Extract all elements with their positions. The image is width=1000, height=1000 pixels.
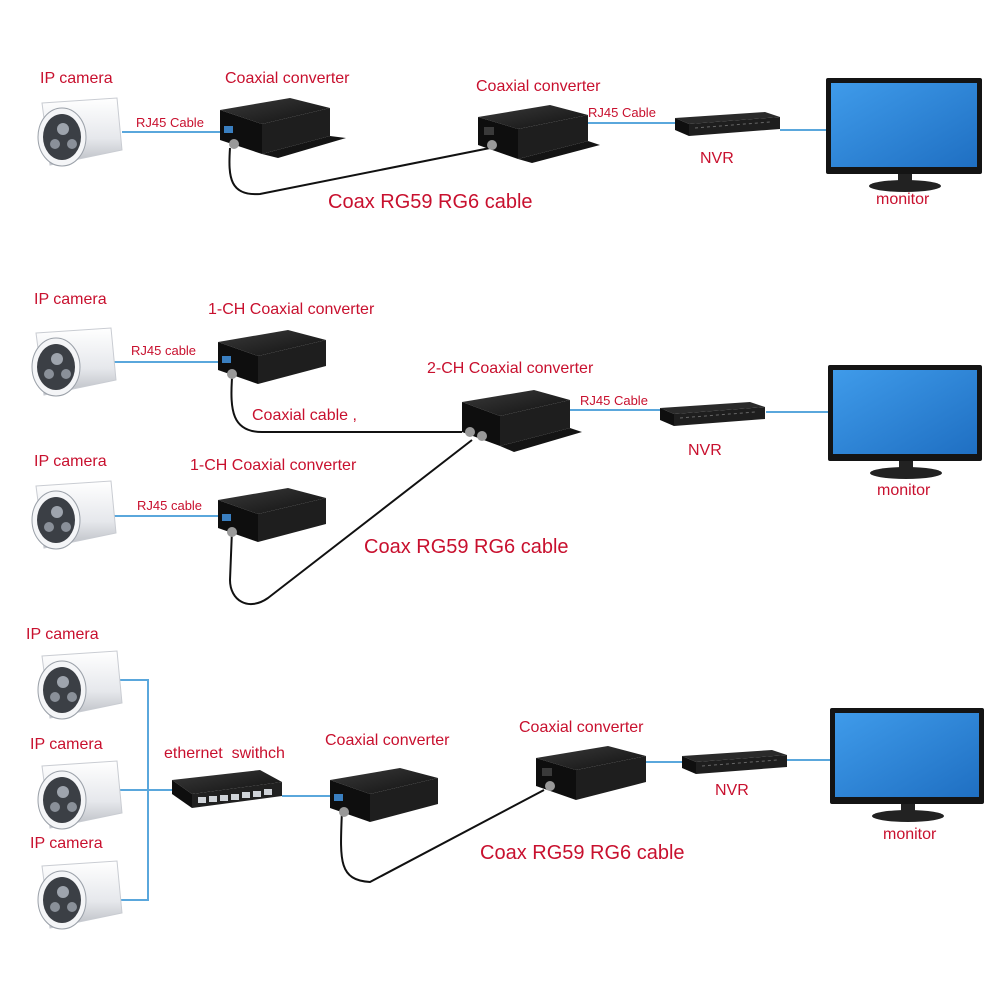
converter-label: 1-CH Coaxial converter: [190, 457, 357, 474]
camera-label: IP camera: [34, 453, 107, 470]
camera-label: IP camera: [30, 736, 103, 753]
ip-camera: [31, 327, 117, 397]
coaxial-converter: [536, 746, 646, 800]
rj45-cable-label: RJ45 cable: [131, 343, 197, 358]
nvr: [682, 750, 787, 774]
diagram-3: [37, 650, 984, 930]
converter-label: Coaxial converter: [225, 70, 350, 87]
rj45-cable-label: RJ45 Cable: [588, 105, 656, 120]
rj45-cable-label: RJ45 cable: [137, 498, 203, 513]
camera-label: IP camera: [30, 835, 103, 852]
camera-label: IP camera: [26, 626, 99, 643]
nvr-label: NVR: [715, 782, 749, 799]
ip-camera: [37, 760, 123, 830]
monitor: [830, 708, 984, 822]
coaxial-converter: [220, 98, 346, 158]
converter-label: Coaxial converter: [519, 719, 644, 736]
monitor-label: monitor: [876, 191, 930, 208]
coax-cable-label: Coax RG59 RG6 cable: [364, 536, 569, 558]
diagram-1: [37, 78, 982, 196]
ip-camera: [37, 860, 123, 930]
coax-cable-line: [230, 377, 462, 433]
rj45-cable-label: RJ45 Cable: [136, 115, 204, 130]
coax-cable-label: Coax RG59 RG6 cable: [328, 191, 533, 213]
coaxial-cable-label: Coaxial cable ,: [252, 407, 357, 424]
coax-cable-line: [228, 147, 491, 196]
ip-camera: [37, 650, 123, 720]
monitor-label: monitor: [883, 826, 937, 843]
ip-camera: [31, 480, 117, 550]
nvr-label: NVR: [700, 150, 734, 167]
converter-label: 2-CH Coaxial converter: [427, 360, 594, 377]
nvr: [660, 402, 765, 426]
camera-label: IP camera: [34, 291, 107, 308]
diagram-2: [31, 327, 982, 605]
converter-label: 1-CH Coaxial converter: [208, 301, 375, 318]
coaxial-converter-2ch: [462, 390, 582, 452]
monitor: [826, 78, 982, 192]
coaxial-converter-1ch: [218, 488, 326, 542]
ip-camera: [37, 97, 123, 167]
monitor: [828, 365, 982, 479]
coaxial-converter-1ch: [218, 330, 326, 384]
nvr-label: NVR: [688, 442, 722, 459]
coaxial-converter: [478, 105, 600, 163]
switch-label: ethernet swithch: [164, 745, 285, 762]
coaxial-converter: [330, 768, 438, 822]
converter-label: Coaxial converter: [325, 732, 450, 749]
monitor-label: monitor: [877, 482, 931, 499]
coax-cable-line: [340, 789, 545, 884]
coax-cable-line: [228, 439, 473, 605]
camera-label: IP camera: [40, 70, 113, 87]
ethernet-switch: [172, 770, 282, 808]
nvr: [675, 112, 780, 136]
coax-cable-label: Coax RG59 RG6 cable: [480, 842, 685, 864]
rj45-cable-label: RJ45 Cable: [580, 393, 648, 408]
converter-label: Coaxial converter: [476, 78, 601, 95]
